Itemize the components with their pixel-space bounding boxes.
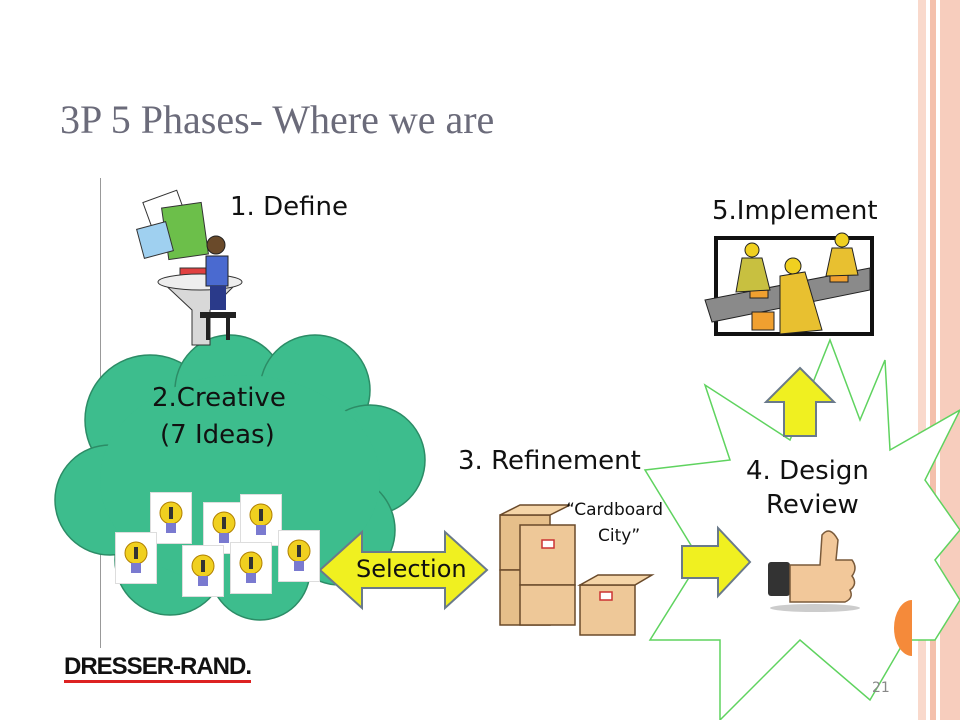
- implement-clipart: [704, 232, 874, 336]
- idea-card: [278, 530, 320, 582]
- idea-card: [240, 494, 282, 546]
- idea-card: [182, 545, 224, 597]
- design-review-burst: [643, 337, 960, 720]
- phase-refinement-label: 3. Refinement: [458, 446, 641, 476]
- phase-implement-label: 5.Implement: [712, 196, 878, 226]
- phase-creative-sub-label: (7 Ideas): [160, 420, 275, 450]
- idea-card: [230, 542, 272, 594]
- phase-creative-label: 2.Creative: [152, 383, 286, 413]
- selection-arrow: [318, 529, 489, 611]
- cardboard-boxes: [499, 504, 655, 636]
- thumbs-up-clipart: [768, 530, 860, 612]
- slide-title: 3P 5 Phases- Where we are: [60, 97, 495, 142]
- selection-label: Selection: [356, 555, 467, 583]
- implement-arrow: [763, 366, 837, 437]
- orange-marker: [894, 600, 912, 656]
- border-stripe: [930, 0, 936, 720]
- phase-design-review-label: 4. Design: [746, 456, 869, 486]
- cardboard-city-sub-label: City”: [598, 526, 641, 546]
- define-clipart: [136, 189, 243, 346]
- idea-card: [150, 492, 192, 544]
- phase-design-review-sub-label: Review: [766, 490, 859, 520]
- idea-card: [115, 532, 157, 584]
- review-arrow: [681, 525, 752, 599]
- border-stripe: [918, 0, 926, 720]
- cardboard-city-label: “Cardboard: [566, 500, 664, 520]
- company-logo: DRESSER-RAND.: [64, 654, 252, 683]
- page-number: 21: [872, 680, 890, 696]
- phase-define-label: 1. Define: [230, 192, 348, 222]
